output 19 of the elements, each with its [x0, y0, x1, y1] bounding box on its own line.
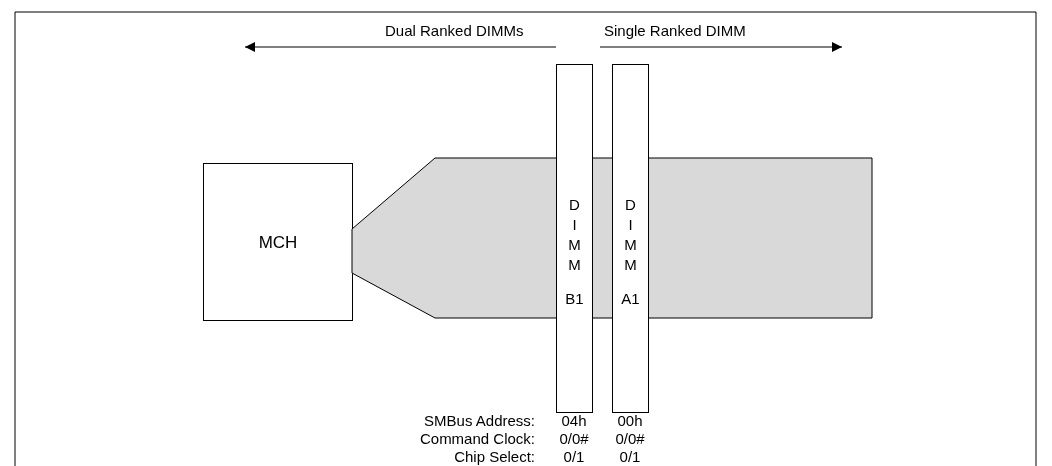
- table-value: 0/0#: [559, 430, 589, 448]
- dimm-module: [612, 64, 649, 413]
- slot-label: A1: [620, 290, 641, 308]
- row-label: Chip Select:: [454, 448, 535, 466]
- table-value: 0/1: [619, 448, 641, 466]
- row-label: SMBus Address:: [424, 412, 535, 430]
- row-label: Command Clock:: [419, 430, 535, 448]
- range-label: Single Ranked DIMM: [604, 22, 746, 40]
- controller-box: [203, 163, 353, 321]
- slot-label: B1: [564, 290, 585, 308]
- table-value: 00h: [617, 412, 643, 430]
- box-label: MCH: [257, 234, 299, 252]
- vertical-label: D I M M: [567, 195, 582, 275]
- dimm-module: [556, 64, 593, 413]
- table-value: 0/1: [563, 448, 585, 466]
- table-value: 04h: [561, 412, 587, 430]
- table-value: 0/0#: [615, 430, 645, 448]
- vertical-label: D I M M: [623, 195, 638, 275]
- range-label: Dual Ranked DIMMs: [385, 22, 524, 40]
